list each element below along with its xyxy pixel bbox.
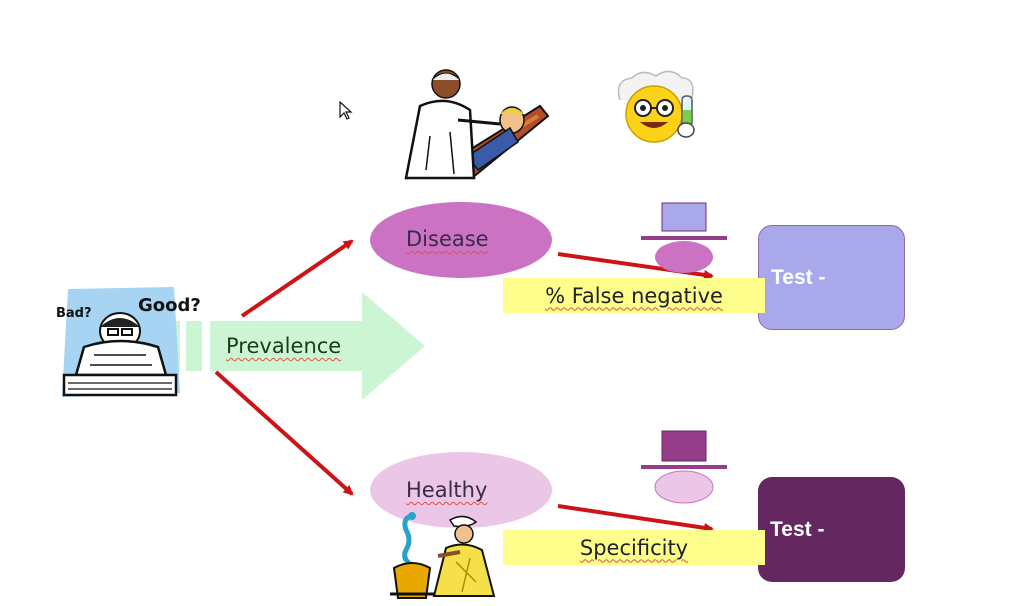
snake-charmer-clipart-icon <box>386 512 500 602</box>
sign-bad: Bad? <box>56 306 92 321</box>
healthy-ellipse <box>370 452 552 528</box>
test-negative-label-disease: Test - <box>771 265 826 289</box>
prevalence-arrow-stripe <box>186 321 202 371</box>
disease-label: Disease <box>406 227 489 251</box>
prevalence-arrow <box>210 292 425 400</box>
connector-healthy-test <box>557 504 714 533</box>
fraction-bar-healthy <box>641 465 727 469</box>
arrow-to-disease <box>240 239 354 318</box>
false-negative-label: % False negative <box>545 283 723 308</box>
healthy-label: Healthy <box>406 478 488 502</box>
fraction-denominator-healthy <box>654 470 714 504</box>
fraction-numerator-disease <box>661 202 707 232</box>
prevalence-label: Prevalence <box>226 334 342 358</box>
test-negative-box-healthy: Test - <box>758 477 905 582</box>
specificity-label-box: Specificity <box>503 530 765 565</box>
test-negative-label-healthy: Test - <box>770 517 825 541</box>
disease-ellipse <box>370 202 552 278</box>
false-negative-label-box: % False negative <box>503 278 765 313</box>
specificity-label: Specificity <box>579 535 689 560</box>
arrow-to-healthy <box>214 370 354 496</box>
fraction-denominator-disease <box>655 241 713 273</box>
test-negative-box-disease: Test - <box>758 225 905 330</box>
mouse-cursor-icon <box>339 100 353 121</box>
researcher-clipart-icon: Bad? Good? <box>54 285 214 400</box>
dentist-clipart-icon <box>400 66 552 182</box>
sign-good: Good? <box>138 295 201 316</box>
fraction-bar-disease <box>641 236 727 240</box>
fraction-numerator-healthy <box>661 430 707 462</box>
scientist-smiley-icon <box>612 70 712 148</box>
